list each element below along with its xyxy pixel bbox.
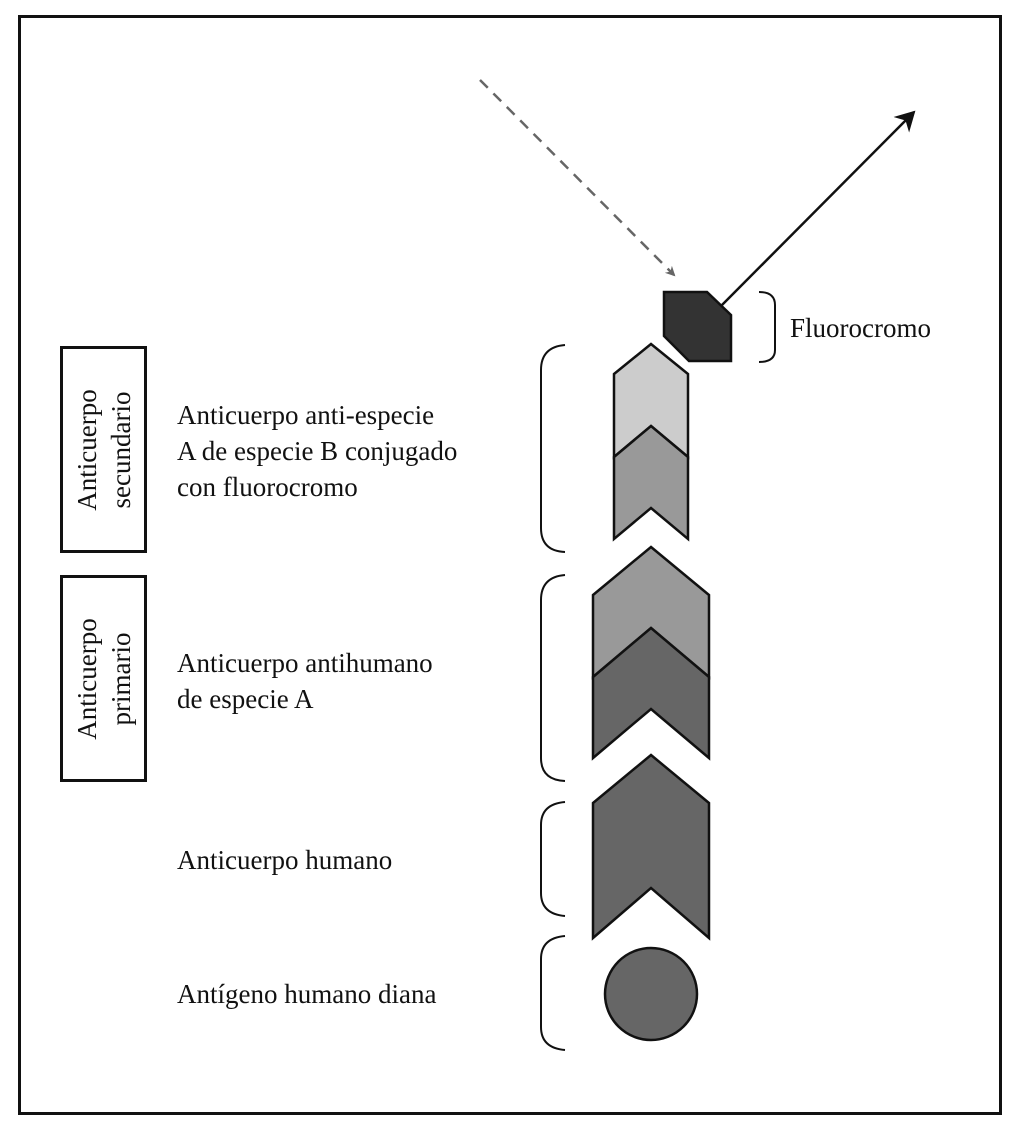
human-antibody-shape <box>591 753 711 941</box>
secondary-antibody-group-box: Anticuerpo secundario <box>60 346 147 553</box>
human-antibody-label: Anticuerpo humano <box>177 845 393 875</box>
primary-group-line-1: Anticuerpo <box>71 617 102 740</box>
emission-arrow <box>721 110 916 306</box>
fluorochrome-shape <box>662 290 733 363</box>
secondary-group-label: Anticuerpo secundario <box>70 389 138 510</box>
primary-desc-line-1: Anticuerpo antihumano <box>177 648 433 678</box>
primary-antibody-bottom <box>591 626 711 761</box>
fluorochrome-brace <box>758 291 776 363</box>
secondary-desc-line-2: A de especie B conjugado <box>177 436 458 466</box>
fluorochrome-label: Fluorocromo <box>790 313 931 343</box>
primary-antibody-group-box: Anticuerpo primario <box>60 575 147 782</box>
secondary-group-line-1: Anticuerpo <box>71 388 102 511</box>
target-antigen-shape <box>603 946 699 1042</box>
excitation-arrow <box>479 79 676 277</box>
primary-antibody-description: Anticuerpo antihumano de especie A <box>177 645 433 717</box>
human-antibody-brace <box>540 801 566 917</box>
primary-desc-line-2: de especie A <box>177 684 314 714</box>
antigen-brace <box>540 935 566 1051</box>
primary-brace <box>540 574 566 782</box>
target-antigen-label: Antígeno humano diana <box>177 979 437 1009</box>
secondary-brace <box>540 344 566 553</box>
secondary-group-line-2: secundario <box>105 391 136 508</box>
primary-group-label: Anticuerpo primario <box>70 618 138 739</box>
secondary-desc-line-1: Anticuerpo anti-especie <box>177 400 435 430</box>
diagram-frame <box>18 15 1002 1115</box>
secondary-antibody-bottom <box>612 424 690 542</box>
secondary-desc-line-3: con fluorocromo <box>177 472 358 502</box>
secondary-antibody-description: Anticuerpo anti-especie A de especie B c… <box>177 397 457 505</box>
primary-group-line-2: primario <box>105 632 136 725</box>
